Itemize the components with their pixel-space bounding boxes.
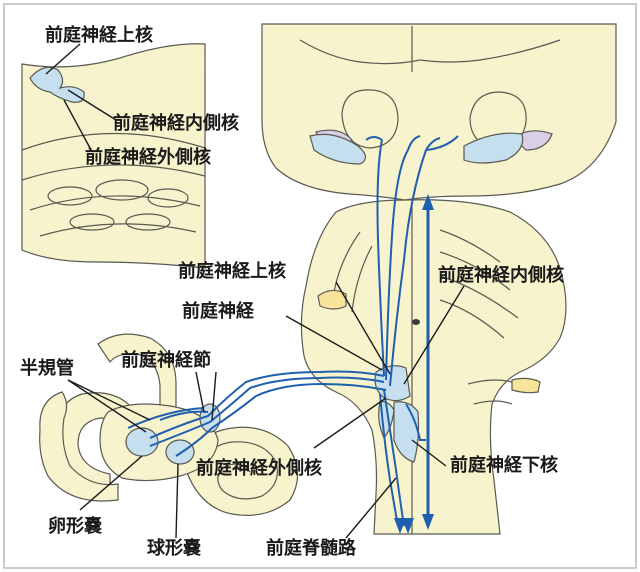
label-inset-superior-nucleus: 前庭神経上核 — [45, 24, 153, 46]
label-vestibulospinal-tract: 前庭脊髄路 — [266, 537, 357, 559]
utricle-structure — [125, 427, 159, 457]
brain — [261, 23, 617, 535]
inner-ear — [39, 333, 299, 516]
leader-lines — [45, 43, 465, 539]
inset-nucleus-region — [29, 66, 85, 103]
label-vestibular-ganglion: 前庭神経節 — [121, 349, 211, 371]
label-semicircular-canals: 半規管 — [20, 357, 74, 379]
saccule-structure — [165, 439, 195, 465]
vestibular-nerve-path — [149, 370, 385, 439]
midbrain-nucleus-left — [309, 133, 367, 165]
label-inset-lateral-nucleus: 前庭神経外側核 — [85, 146, 211, 168]
label-inset-medial-nucleus: 前庭神経内側核 — [113, 112, 239, 134]
label-inferior-nucleus: 前庭神経下核 — [450, 454, 558, 476]
label-superior-nucleus: 前庭神経上核 — [178, 260, 286, 282]
label-saccule: 球形嚢 — [147, 537, 202, 559]
nerve-pathways — [127, 135, 459, 534]
label-medial-nucleus: 前庭神経内側核 — [438, 264, 564, 286]
text-labels: 前庭神経上核 前庭神経内側核 前庭神経外側核 前庭神経上核 前庭神経 前庭神経内… — [20, 24, 564, 559]
label-lateral-nucleus: 前庭神経外側核 — [196, 457, 322, 479]
inset-brainstem-section — [21, 43, 206, 269]
midbrain-nucleus-right — [463, 132, 524, 164]
label-vestibular-nerve: 前庭神経 — [182, 300, 255, 322]
label-utricle: 卵形嚢 — [48, 515, 103, 537]
